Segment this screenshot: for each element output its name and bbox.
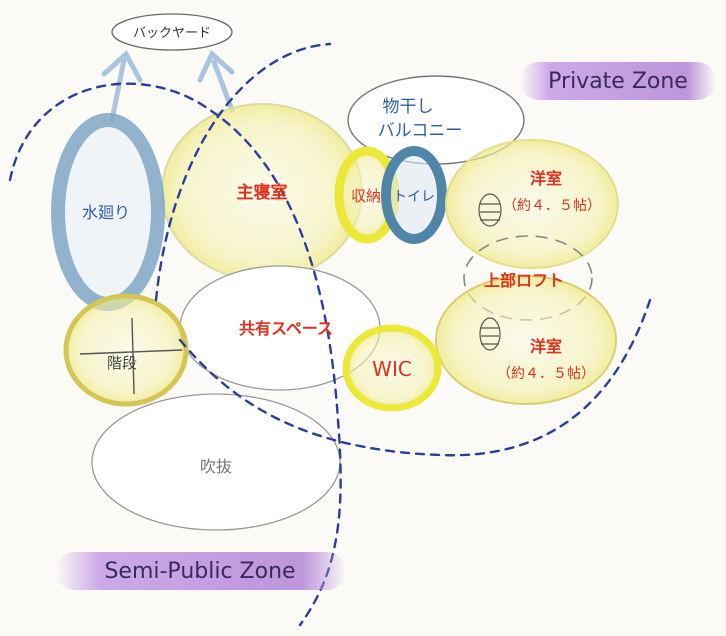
wic-bubble: [342, 324, 442, 412]
laundry-label-line1: 物干し: [383, 97, 434, 117]
private-zone-badge: Private Zone: [520, 62, 716, 100]
backyard-label: バックヤード: [133, 26, 211, 41]
stairs-bubble: [63, 293, 189, 407]
master-bedroom-label: 主寝室: [237, 182, 288, 203]
private-boundary: [154, 42, 652, 457]
semi-public-boundary: [8, 82, 342, 627]
stairs-label: 階段: [107, 354, 137, 372]
arrow-icons: [101, 49, 235, 123]
wic-label: WIC: [372, 357, 412, 381]
western-room-bottom-size: （約４．５帖）: [497, 366, 595, 382]
backyard-bubble: バックヤード: [111, 13, 233, 51]
closet-icon: [478, 193, 502, 227]
closet-icon: [479, 317, 501, 351]
loft-label: 上部ロフト: [484, 271, 564, 290]
semi-public-zone-label: Semi-Public Zone: [104, 559, 295, 584]
semi-public-zone-badge: Semi-Public Zone: [56, 552, 346, 590]
arrow-up-icon: [109, 57, 127, 123]
private-zone-label: Private Zone: [548, 69, 688, 94]
atrium-label: 吹抜: [200, 457, 232, 476]
western-room-bottom-bubble: [435, 275, 617, 405]
stairs-cross: [79, 317, 183, 395]
toilet-label: トイレ: [393, 189, 435, 205]
laundry-label-line2: バルコニー: [378, 121, 463, 141]
western-room-top-label: 洋室: [530, 169, 562, 188]
atrium-bubble: [91, 393, 341, 531]
western-room-bottom-label: 洋室: [530, 337, 562, 356]
western-room-top-size: （約４．５帖）: [503, 198, 601, 214]
water-label: 水廻り: [82, 203, 130, 222]
toilet-bubble: [381, 146, 447, 244]
zone-boundaries: [8, 42, 652, 627]
storage-label: 収納: [351, 187, 381, 205]
shared-space-label: 共有スペース: [239, 319, 333, 338]
western-room-top-bubble: [445, 139, 619, 269]
